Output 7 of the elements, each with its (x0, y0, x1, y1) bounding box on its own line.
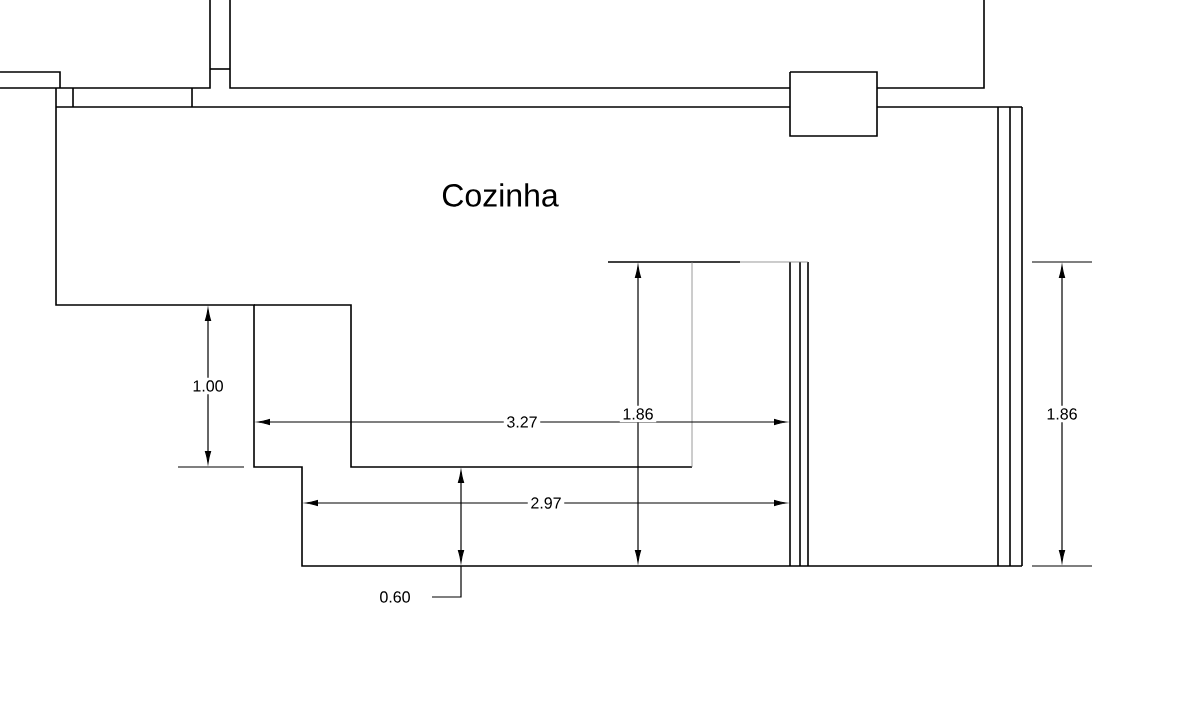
dimension-label: 1.86 (1043, 405, 1081, 423)
dimension-label: 1.86 (619, 405, 657, 423)
dimension-label: 1.00 (189, 377, 227, 395)
dimension-label: 0.60 (376, 588, 414, 606)
room-label: Cozinha (438, 180, 562, 210)
dimension-label: 3.27 (503, 413, 541, 431)
dimension-label: 2.97 (527, 494, 565, 512)
